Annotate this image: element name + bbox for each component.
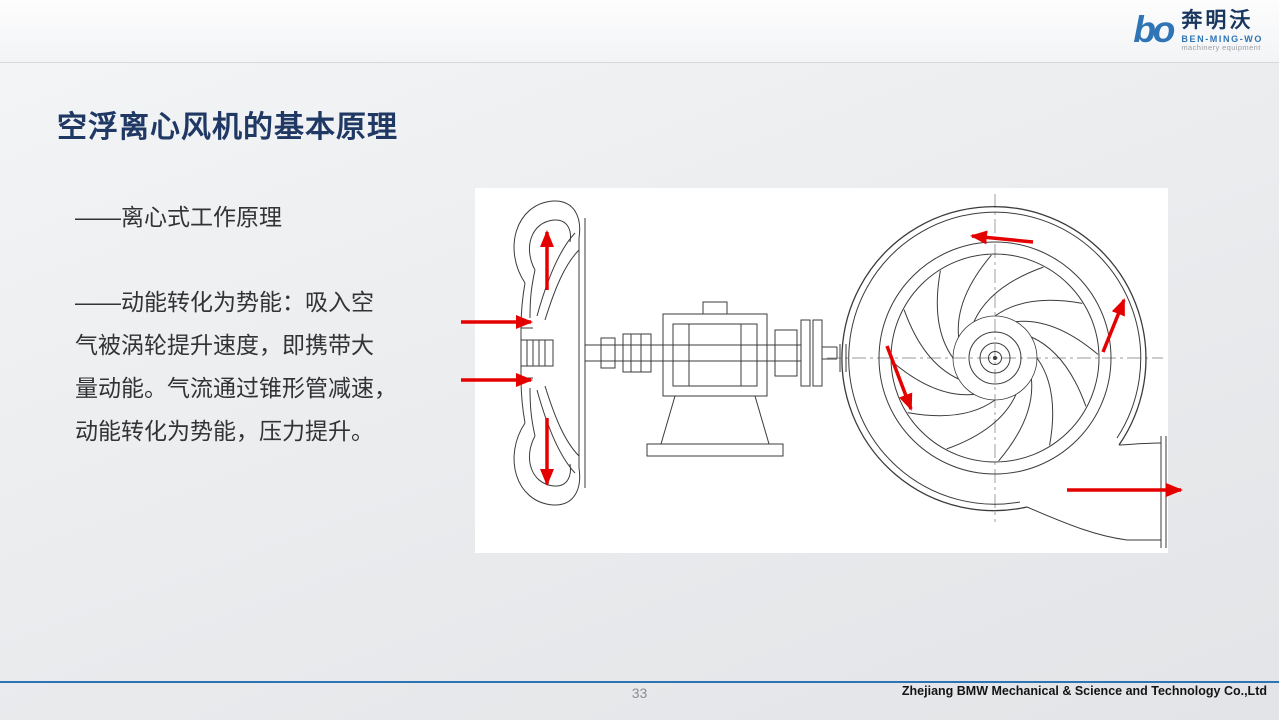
- logo-text: 奔明沃 BEN-MING-WO machinery equipment: [1181, 7, 1263, 52]
- fan-diagram-svg: [461, 194, 1183, 548]
- airflow-arrows: [461, 230, 1183, 497]
- logo-name-cn: 奔明沃: [1181, 9, 1254, 33]
- body-text-line: 动能转化为势能，压力提升。: [75, 418, 374, 444]
- slide-header: bo 奔明沃 BEN-MING-WO machinery equipment: [0, 0, 1279, 63]
- logo-icon: bo: [1133, 9, 1175, 50]
- body-text-line: 气被涡轮提升速度，即携带大: [75, 332, 374, 358]
- company-logo: bo 奔明沃 BEN-MING-WO machinery equipment: [1133, 6, 1263, 54]
- body-text: ——离心式工作原理 ——动能转化为势能：吸入空 气被涡轮提升速度，即携带大 量动…: [75, 196, 425, 453]
- logo-tagline: machinery equipment: [1181, 42, 1261, 52]
- side-view-drawing: [513, 200, 838, 506]
- page-number: 33: [631, 685, 648, 701]
- logo-name-en: BEN-MING-WO: [1181, 33, 1263, 44]
- body-text-line: ——动能转化为势能：吸入空: [75, 289, 374, 315]
- page-title: 空浮离心风机的基本原理: [57, 111, 398, 145]
- footer-company-name: Zhejiang BMW Mechanical & Science and Te…: [901, 684, 1267, 698]
- footer-divider: [0, 681, 1279, 683]
- diagram-panel: [461, 188, 1183, 553]
- body-text-line: ——离心式工作原理: [75, 204, 282, 230]
- body-text-line: 量动能。气流通过锥形管减速，: [75, 375, 397, 401]
- front-view-drawing: [827, 194, 1167, 548]
